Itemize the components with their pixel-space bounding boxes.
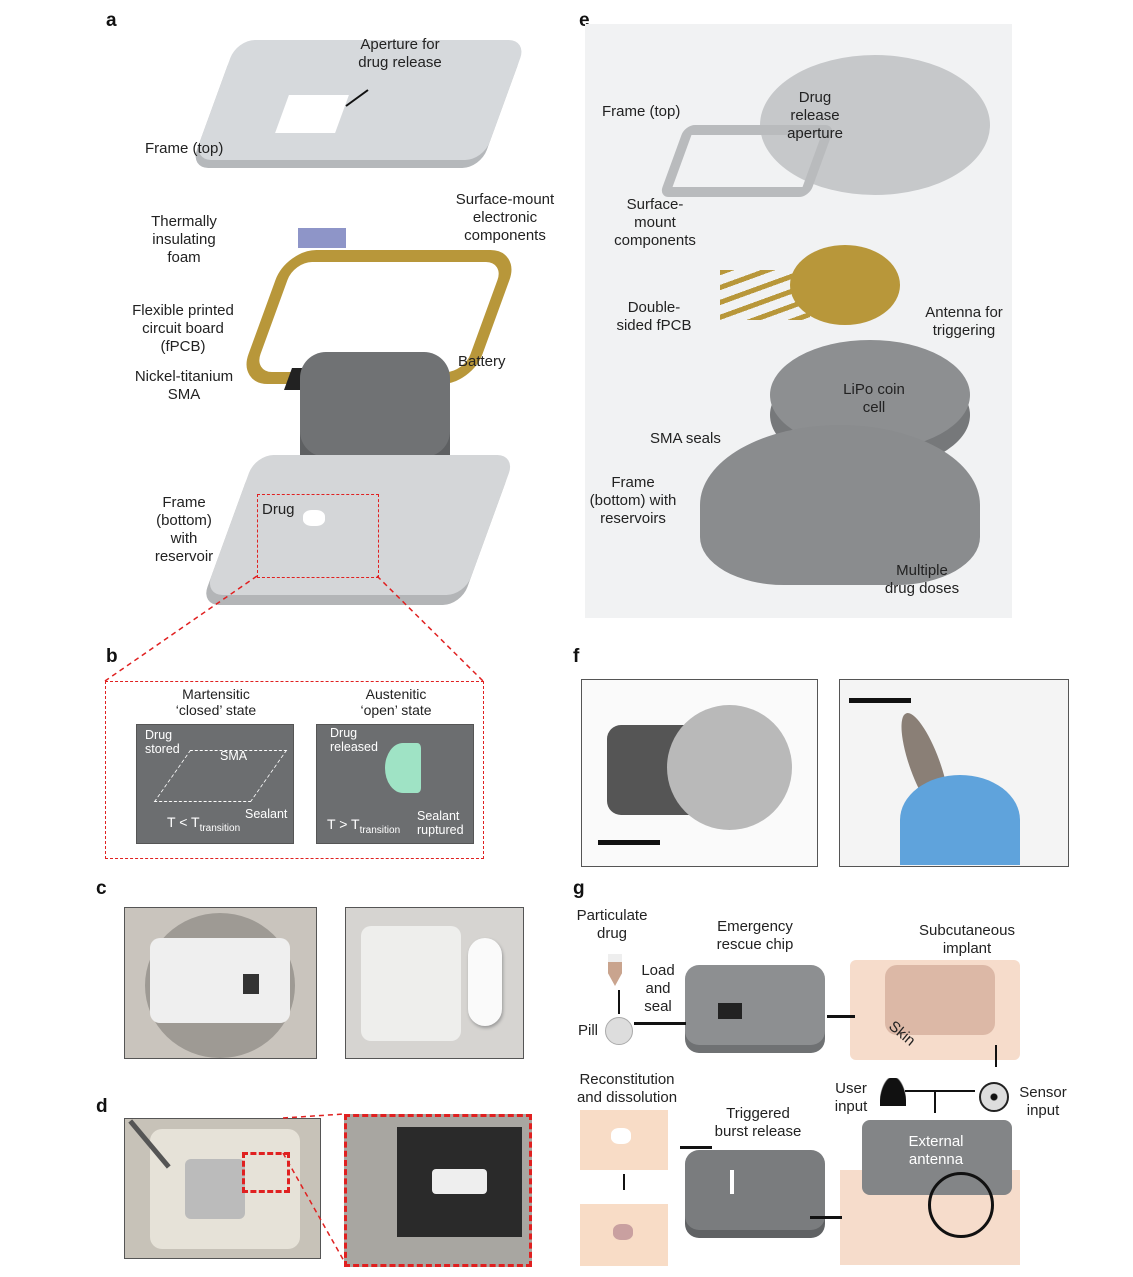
arrow-implant xyxy=(827,1015,855,1018)
sma-label: SMA xyxy=(220,749,248,763)
gloved-finger xyxy=(900,775,1020,865)
arrow-trigger xyxy=(810,1216,842,1219)
tube-icon xyxy=(608,954,622,986)
reservoir xyxy=(243,974,259,994)
label-user-input: User input xyxy=(834,1080,868,1115)
sealed-drug xyxy=(432,1169,487,1194)
label-doses: Multiple drug doses xyxy=(884,562,960,597)
panel-letter-a: a xyxy=(106,10,117,31)
temp-subscript: transition xyxy=(359,824,401,836)
label-aperture: Aperture for drug release xyxy=(358,36,442,71)
implanted-device-photo xyxy=(124,1118,321,1259)
label-frame-top: Frame (top) xyxy=(602,103,681,120)
label-frame-bottom: Frame (bottom) with reservoirs xyxy=(589,474,677,527)
frame-top-render xyxy=(760,55,990,195)
label-implant: Subcutaneous implant xyxy=(919,922,1015,957)
zoomed-reservoir-photo xyxy=(344,1114,532,1267)
device-body xyxy=(150,938,290,1023)
chip xyxy=(185,1159,245,1219)
dissolved-drug xyxy=(613,1224,633,1240)
device-body xyxy=(361,926,461,1041)
label-sma: Nickel-titanium SMA xyxy=(134,368,234,403)
label-fpcb: Flexible printed circuit board (fPCB) xyxy=(132,302,234,355)
zoom-region-box xyxy=(242,1152,290,1193)
foam-render xyxy=(298,228,346,248)
label-sma-seals: SMA seals xyxy=(650,430,721,447)
label-chip: Emergency rescue chip xyxy=(716,918,794,953)
drug-particle xyxy=(611,1128,631,1144)
scale-bar xyxy=(598,840,660,845)
wireless-cycle-icon xyxy=(928,1172,994,1238)
panel-b-frame xyxy=(105,681,484,859)
label-reconstitution: Reconstitution and dissolution xyxy=(576,1071,678,1106)
label-load: Load and seal xyxy=(641,962,675,1015)
zoom-region-box xyxy=(257,494,379,578)
label-burst: Triggered burst release xyxy=(714,1105,802,1140)
pill xyxy=(468,938,502,1026)
zoom-connector-lines xyxy=(104,89,484,682)
panel-letter-f: f xyxy=(573,646,580,667)
label-lipo: LiPo coin cell xyxy=(843,381,905,416)
label-smd: Surface-mount electronic components xyxy=(455,191,555,244)
label-battery: Battery xyxy=(458,353,506,370)
temp-condition: T < Ttransition xyxy=(167,815,240,836)
device-in-hand-photo xyxy=(839,679,1069,867)
device-and-pill-photo xyxy=(345,907,524,1059)
release-arrow-icon xyxy=(730,1170,734,1194)
temp-text: T > T xyxy=(327,816,360,832)
label-particulate: Particulate drug xyxy=(576,907,648,942)
user-icon xyxy=(880,1078,906,1106)
arrow-down-implant xyxy=(995,1045,997,1067)
panel-letter-e: e xyxy=(579,10,590,31)
panel-letter-b: b xyxy=(106,646,118,667)
label-frame-top: Frame (top) xyxy=(145,140,224,157)
label-aperture: Drug release aperture xyxy=(787,89,843,142)
label-antenna: External antenna xyxy=(908,1133,964,1168)
arrow-down-tube xyxy=(618,990,620,1014)
arrow-down-dissolution xyxy=(623,1174,625,1190)
temp-condition: T > Ttransition xyxy=(327,817,400,838)
label-antenna: Antenna for triggering xyxy=(925,304,1003,339)
panel-letter-g: g xyxy=(573,878,585,899)
device-on-coin-photo xyxy=(124,907,317,1059)
label-foam: Thermally insulating foam xyxy=(151,213,217,266)
fpcb-traces xyxy=(720,270,810,320)
drug-released-label: Drug released xyxy=(330,726,378,754)
label-frame-bottom: Frame (bottom) with reservoir xyxy=(154,494,214,565)
pill-icon xyxy=(605,1017,633,1045)
coin xyxy=(667,705,792,830)
scale-bar xyxy=(849,698,911,703)
label-pill: Pill xyxy=(578,1022,599,1039)
panel-letter-d: d xyxy=(96,1096,108,1117)
frame-bottom-render xyxy=(700,425,980,585)
drug-render xyxy=(303,510,325,526)
sealant-ruptured-label: Sealant ruptured xyxy=(417,809,464,837)
device-with-coin-photo xyxy=(581,679,818,867)
label-fpcb: Double- sided fPCB xyxy=(616,299,692,334)
implant-outline xyxy=(885,965,995,1035)
arrow-down-input xyxy=(934,1091,936,1113)
temp-subscript: transition xyxy=(199,822,241,834)
closed-state-image: Drug stored SMA Sealant T < Ttransition xyxy=(136,724,294,844)
label-sensor-input: Sensor input xyxy=(1019,1084,1067,1119)
panel-letter-c: c xyxy=(96,878,107,899)
temp-text: T < T xyxy=(167,814,200,830)
arrow-release xyxy=(680,1146,712,1149)
chip-render xyxy=(685,965,825,1045)
zoom-connector-lines xyxy=(282,1113,345,1262)
sensor-icon xyxy=(979,1082,1009,1112)
drug-render xyxy=(385,743,421,793)
label-drug: Drug xyxy=(262,501,295,518)
label-smd: Surface- mount components xyxy=(614,196,696,249)
closed-state-title: Martensitic ‘closed’ state xyxy=(175,686,257,718)
chip-reservoir xyxy=(718,1003,742,1019)
input-line xyxy=(905,1090,975,1092)
triggered-chip-render xyxy=(685,1150,825,1230)
arrow-load xyxy=(634,1022,686,1025)
sealant-label: Sealant xyxy=(245,807,288,821)
drug-stored-label: Drug stored xyxy=(145,728,180,756)
open-state-image: Drug released Sealant ruptured T > Ttran… xyxy=(316,724,474,844)
open-state-title: Austenitic ‘open’ state xyxy=(360,686,432,718)
